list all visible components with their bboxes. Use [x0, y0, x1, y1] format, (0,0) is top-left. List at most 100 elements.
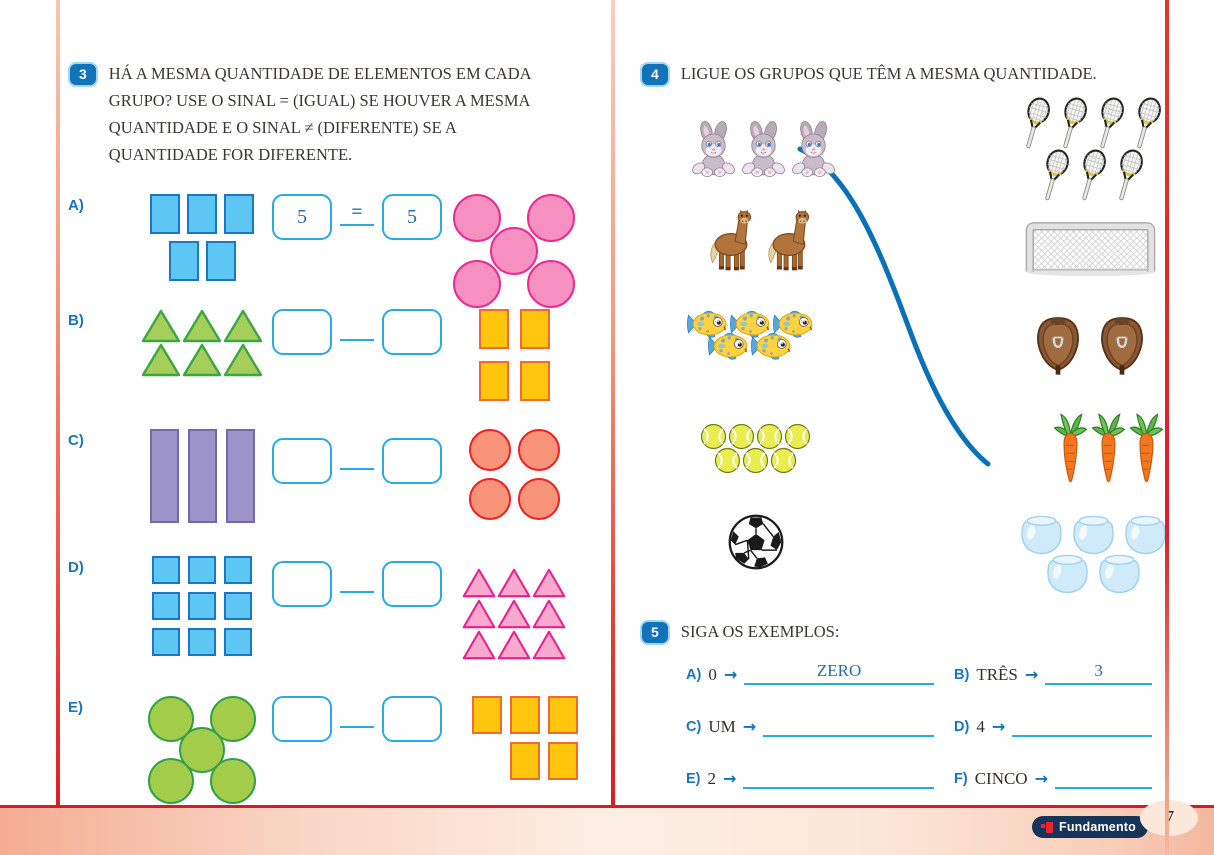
answer-line[interactable] [1055, 765, 1152, 790]
shape-group-right [450, 309, 578, 402]
item-prompt: 4 [976, 717, 985, 737]
item-prompt: CINCO [974, 769, 1028, 789]
item-prompt: 0 [708, 665, 717, 685]
answer-box-1[interactable] [272, 309, 332, 356]
center-divider-line [611, 0, 615, 806]
sign-line[interactable] [340, 339, 374, 342]
ex5-item-d: D) 4 → [954, 713, 1152, 738]
row-label: D) [68, 559, 84, 577]
left-border-line [56, 0, 60, 806]
left-column: 3 HÁ A MESMA QUANTIDADE DE ELEMENTOS EM … [68, 60, 582, 805]
exercise4-header: 4 LIGUE OS GRUPOS QUE TÊM A MESMA QUANTI… [640, 60, 1152, 87]
exercise5-header: 5 SIGA OS EXEMPLOS: [640, 618, 1152, 646]
exercise3-number-badge: 3 [68, 62, 98, 87]
group-fish[interactable] [685, 309, 815, 361]
arrow-icon: → [1034, 769, 1048, 789]
answer-line[interactable] [1012, 713, 1152, 738]
answer-line[interactable] [743, 765, 934, 790]
group-goal[interactable] [1018, 219, 1163, 277]
right-column: 4 LIGUE OS GRUPOS QUE TÊM A MESMA QUANTI… [640, 60, 1152, 790]
ex3-row-e: E) [68, 696, 582, 805]
exercise5: 5 SIGA OS EXEMPLOS: A) 0 → ZERO B) TRÊS … [640, 618, 1152, 790]
exercise3-header: 3 HÁ A MESMA QUANTIDADE DE ELEMENTOS EM … [68, 60, 582, 168]
arrow-icon: → [723, 665, 738, 685]
item-prompt: TRÊS [976, 665, 1018, 685]
shape-group-right [450, 696, 578, 781]
group-tennis-balls[interactable] [698, 423, 813, 474]
ex5-item-a: A) 0 → ZERO [686, 661, 934, 686]
group-soccer-ball[interactable] [726, 513, 786, 571]
sign-line[interactable] [340, 726, 374, 729]
group-horses[interactable] [700, 203, 820, 276]
group-fishbowls[interactable] [1017, 514, 1169, 594]
answer-box-1[interactable] [272, 438, 332, 485]
right-border-line [1165, 0, 1169, 855]
item-label: A) [686, 667, 702, 684]
group-tennis-rackets[interactable] [1015, 96, 1165, 206]
item-prompt: UM [708, 717, 736, 737]
group-saddles[interactable] [1030, 312, 1150, 376]
publisher-logo-icon [1041, 821, 1053, 833]
sign-line[interactable] [340, 468, 374, 471]
ex3-row-d: D) [68, 556, 582, 696]
exercise4-number-badge: 4 [640, 62, 670, 87]
ex3-row-b: B) [68, 309, 582, 429]
ex5-item-e: E) 2 → [686, 765, 934, 790]
item-label: D) [954, 719, 970, 736]
shape-group-right [450, 429, 578, 521]
arrow-icon: → [991, 717, 1006, 737]
answer-cluster: 5 = 5 [272, 194, 442, 241]
shape-group-left [138, 309, 266, 377]
page-number: 7 [1140, 800, 1198, 836]
item-label: F) [954, 771, 968, 788]
shape-group-left [138, 194, 266, 282]
shape-group-right [450, 568, 578, 660]
answer-box-1[interactable]: 5 [272, 194, 332, 241]
comparison-sign: = [351, 201, 363, 224]
shape-group-left [138, 696, 266, 805]
ex5-item-b: B) TRÊS → 3 [954, 661, 1152, 686]
answer-box-2[interactable]: 5 [382, 194, 442, 241]
answer-line[interactable]: ZERO [744, 661, 934, 686]
answer-box-2[interactable] [382, 309, 442, 356]
footer-band: Fundamento 7 [0, 800, 1214, 855]
publisher-badge: Fundamento [1032, 816, 1148, 838]
exercise3-instruction: HÁ A MESMA QUANTIDADE DE ELEMENTOS EM CA… [108, 64, 531, 165]
answer-cluster [272, 309, 442, 356]
answer-cluster [272, 696, 442, 743]
row-label: E) [68, 699, 83, 717]
exercise5-title: SIGA OS EXEMPLOS: [680, 622, 840, 642]
answer-line[interactable] [763, 713, 934, 738]
exercise5-grid: A) 0 → ZERO B) TRÊS → 3 C) UM → [686, 661, 1152, 790]
item-label: B) [954, 667, 970, 684]
answer-box-2[interactable] [382, 561, 442, 608]
answer-cluster [272, 561, 442, 608]
ex5-item-c: C) UM → [686, 713, 934, 738]
item-label: C) [686, 719, 702, 736]
arrow-icon: → [742, 717, 757, 737]
answer-box-2[interactable] [382, 438, 442, 485]
item-prompt: 2 [707, 769, 717, 789]
sign-line[interactable] [340, 224, 374, 227]
answer-box-1[interactable] [272, 561, 332, 608]
arrow-icon: → [723, 769, 737, 789]
sign-line[interactable] [340, 591, 374, 594]
item-label: E) [686, 771, 701, 788]
exercise5-number-badge: 5 [640, 620, 670, 646]
group-carrots[interactable] [1048, 401, 1168, 493]
shape-group-right [450, 194, 578, 309]
group-rabbits[interactable] [688, 121, 838, 178]
row-label: C) [68, 432, 84, 450]
ex3-row-a: A) 5 = 5 [68, 194, 582, 309]
answer-box-1[interactable] [272, 696, 332, 743]
shape-group-left [138, 556, 266, 657]
arrow-icon: → [1024, 665, 1039, 685]
matching-area [640, 95, 1152, 600]
answer-box-2[interactable] [382, 696, 442, 743]
answer-cluster [272, 438, 442, 485]
row-label: A) [68, 197, 84, 215]
ex5-item-f: F) CINCO → [954, 765, 1152, 790]
answer-line[interactable]: 3 [1045, 661, 1152, 686]
publisher-name: Fundamento [1059, 820, 1136, 834]
